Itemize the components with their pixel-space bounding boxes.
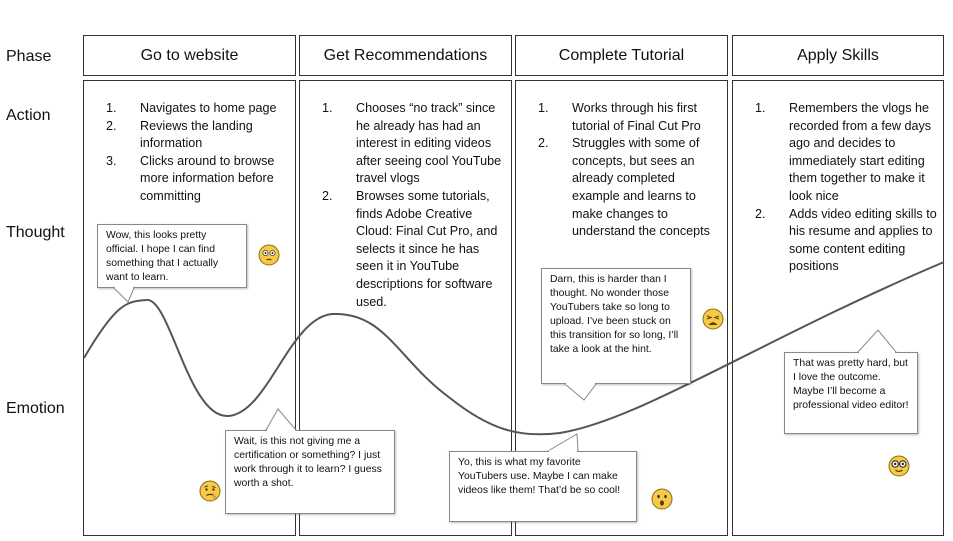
thought-bubble-go-to-website: Wow, this looks pretty official. I hope …: [97, 224, 247, 288]
phase-column-complete-tutorial: [515, 80, 728, 536]
action-text: Remembers the vlogs he recorded from a f…: [789, 101, 932, 203]
weary-face-icon: [702, 308, 724, 330]
thought-bubble-complete-tutorial: Darn, this is harder than I thought. No …: [541, 268, 691, 384]
action-item: 1. Works through his first tutorial of Fi…: [538, 100, 718, 135]
thought-text: That was pretty hard, but I love the out…: [793, 358, 909, 411]
action-text: Navigates to home page: [140, 101, 277, 115]
row-label-emotion: Emotion: [6, 400, 65, 417]
action-list-apply-skills: 1. Remembers the vlogs he recorded from a…: [755, 100, 939, 276]
phase-column-get-recommendations: [299, 80, 512, 536]
phase-header-apply-skills: Apply Skills: [732, 35, 944, 76]
thought-bubble-favorite-youtubers: Yo, this is what my favorite YouTubers u…: [449, 451, 637, 522]
action-list-get-recommendations: 1. Chooses “no track” since he already ha…: [322, 100, 506, 311]
bubble-tail: [563, 383, 597, 401]
action-text: Browses some tutorials, finds Adobe Crea…: [356, 188, 498, 309]
action-number: 3.: [106, 153, 117, 168]
phase-title: Get Recommendations: [323, 46, 488, 64]
action-number: 2.: [538, 136, 549, 151]
bubble-tail: [546, 433, 579, 452]
phase-header-complete-tutorial: Complete Tutorial: [515, 35, 728, 76]
bubble-tail: [112, 287, 135, 303]
action-text: Struggles with some of concepts, but see…: [572, 136, 710, 239]
action-text: Clicks around to browse more information…: [140, 153, 275, 203]
action-item: 1. Chooses “no track” since he already ha…: [322, 100, 506, 188]
thought-text: Wait, is this not giving me a certificat…: [234, 436, 382, 489]
action-number: 2.: [322, 188, 333, 203]
action-item: 2. Reviews the landing information: [106, 118, 288, 153]
neutral-face-icon: [258, 244, 280, 266]
thought-text: Darn, this is harder than I thought. No …: [550, 274, 679, 355]
row-label-thought: Thought: [6, 224, 65, 241]
action-text: Reviews the landing information: [140, 118, 253, 151]
thought-bubble-apply-skills: That was pretty hard, but I love the out…: [784, 352, 918, 434]
bubble-tail: [856, 329, 898, 353]
phase-title: Go to website: [140, 46, 239, 64]
action-text: Chooses “no track” since he already has …: [356, 101, 502, 186]
action-item: 1. Navigates to home page: [106, 100, 288, 118]
action-number: 1.: [538, 101, 549, 115]
action-text: Adds video editing skills to his resume …: [789, 206, 937, 274]
phase-title: Complete Tutorial: [558, 46, 685, 64]
action-number: 1.: [755, 101, 766, 115]
phase-header-go-to-website: Go to website: [83, 35, 296, 76]
thought-bubble-get-recommendations: Wait, is this not giving me a certificat…: [225, 430, 395, 514]
phase-column-go-to-website: [83, 80, 296, 536]
action-number: 2.: [755, 206, 766, 221]
bubble-tail: [265, 408, 298, 431]
action-text: Works through his first tutorial of Fina…: [572, 101, 701, 133]
action-item: 3. Clicks around to browse more informati…: [106, 153, 288, 206]
phase-title: Apply Skills: [797, 46, 879, 64]
surprised-face-icon: [651, 488, 673, 510]
phase-header-get-recommendations: Get Recommendations: [299, 35, 512, 76]
row-label-action: Action: [6, 107, 51, 124]
action-item: 2. Browses some tutorials, finds Adobe Cr…: [322, 188, 506, 311]
action-number: 2.: [106, 118, 117, 133]
action-item: 2. Struggles with some of concepts, but s…: [538, 135, 718, 241]
action-number: 1.: [106, 101, 117, 115]
action-list-go-to-website: 1. Navigates to home page 2. Reviews the l…: [106, 100, 288, 206]
phase-column-apply-skills: [732, 80, 944, 536]
confused-face-icon: [199, 480, 221, 502]
thought-text: Wow, this looks pretty official. I hope …: [106, 230, 219, 283]
nerd-face-icon: [888, 455, 910, 477]
action-item: 1. Remembers the vlogs he recorded from a…: [755, 100, 939, 206]
thought-text: Yo, this is what my favorite YouTubers u…: [458, 457, 621, 496]
action-list-complete-tutorial: 1. Works through his first tutorial of Fi…: [538, 100, 718, 241]
action-item: 2. Adds video editing skills to his resum…: [755, 206, 939, 276]
row-label-phase: Phase: [6, 48, 52, 65]
action-number: 1.: [322, 101, 333, 115]
emotion-curve: [83, 261, 945, 436]
